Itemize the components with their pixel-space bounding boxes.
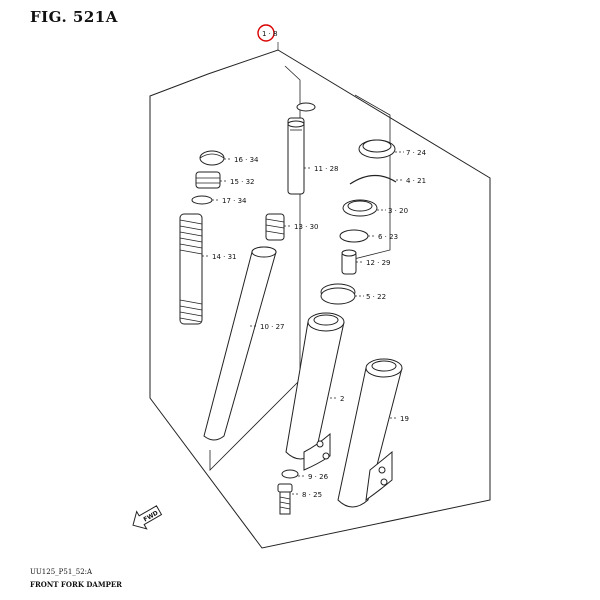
bottom-bolt-part xyxy=(277,483,293,515)
bushing-part xyxy=(320,283,356,305)
callout-dust-seal: 7 · 24 xyxy=(406,149,427,157)
figure-title: FIG. 521A xyxy=(30,8,118,26)
damper-rod-part xyxy=(287,102,316,195)
callout-outer-tube-right: 19 xyxy=(400,415,409,423)
callout-bolt-top: 15 · 32 xyxy=(230,178,255,186)
oil-seal-part xyxy=(342,199,378,217)
outer-tube-right-part xyxy=(337,358,403,508)
inner-tube-part xyxy=(203,246,277,441)
callout-spacer: 6 · 23 xyxy=(378,233,398,241)
gasket-part xyxy=(281,469,299,479)
assembly-ref-label: 1 · 8 xyxy=(262,30,278,38)
callout-oil-lock: 12 · 29 xyxy=(366,259,391,267)
callout-bushing: 5 · 22 xyxy=(366,293,386,301)
callout-spring: 14 · 31 xyxy=(212,253,237,261)
spacer-part xyxy=(339,229,369,243)
small-spring-part xyxy=(265,213,285,241)
callout-gasket: 9 · 26 xyxy=(308,473,329,481)
right-inner-frame xyxy=(349,94,391,261)
callout-outer-tube-left: 2 xyxy=(340,395,344,403)
o-ring-part xyxy=(191,195,213,205)
bolt-top-part xyxy=(195,171,221,189)
stopper-ring-part xyxy=(349,174,397,185)
oil-lock-part xyxy=(341,249,357,275)
callout-stopper-ring: 4 · 21 xyxy=(406,177,426,185)
assembly-frame xyxy=(149,49,491,549)
callout-inner-tube: 10 · 27 xyxy=(260,323,285,331)
assembly-ref-highlight xyxy=(257,24,275,42)
callout-damper-rod: 11 · 28 xyxy=(314,165,339,173)
callout-bottom-bolt: 8 · 25 xyxy=(302,491,322,499)
dust-seal-part xyxy=(358,139,396,159)
cap-part xyxy=(199,150,225,166)
callout-oil-seal: 3 · 20 xyxy=(388,207,408,215)
callout-small-spring: 13 · 30 xyxy=(294,223,319,231)
fwd-arrow-icon: FWD xyxy=(132,505,163,530)
spring-part xyxy=(179,213,203,325)
outer-tube-left-part xyxy=(285,312,345,471)
diagram-code: UU125_P51_52:A xyxy=(30,568,93,576)
cap-highlight xyxy=(199,153,225,159)
callout-cap: 16 · 34 xyxy=(234,156,259,164)
fwd-label: FWD xyxy=(142,510,159,524)
callout-o-ring: 17 · 34 xyxy=(222,197,247,205)
diagram-caption: FRONT FORK DAMPER xyxy=(30,580,123,589)
